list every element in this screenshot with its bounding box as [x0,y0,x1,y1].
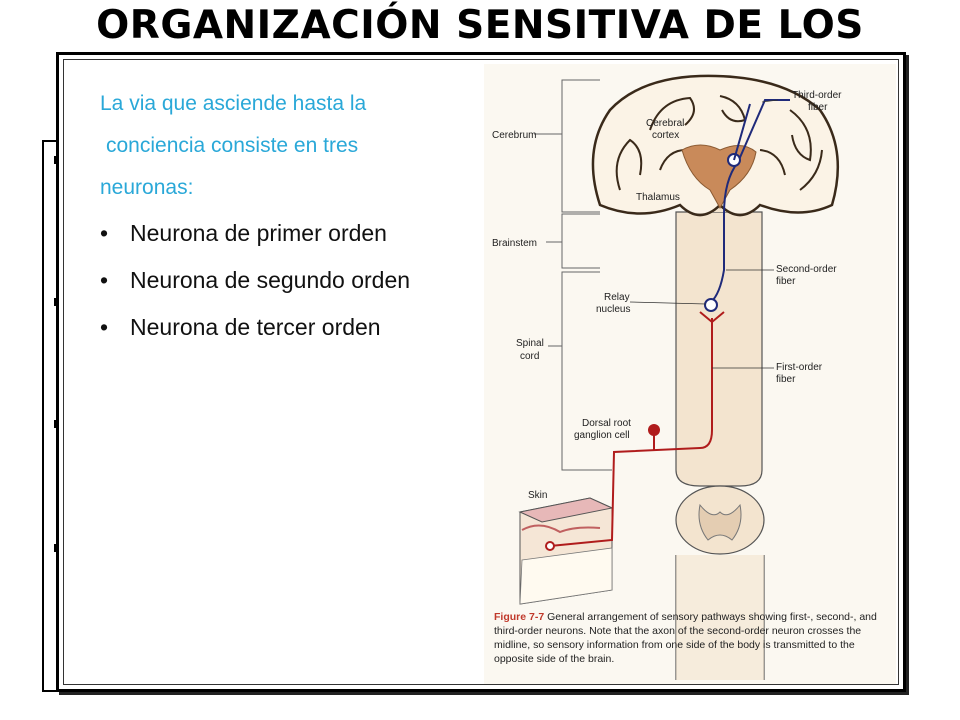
intro-line: conciencia consiste en tres [106,134,359,157]
label-thalamus: Thalamus [636,192,680,203]
third-order-fiber [733,103,751,161]
label-skin: Skin [528,490,547,501]
figure-number: Figure 7-7 [494,611,545,623]
slide-title: ORGANIZACIÓN SENSITIVA DE LOS [96,3,864,48]
label-ganglion-cell: ganglion cell [574,430,630,441]
bullet-item: Neurona de primer orden [100,218,410,265]
spinal-cord-column [675,211,763,487]
brain-gyrus [799,149,823,191]
bullet-item: Neurona de segundo orden [100,265,410,312]
caption-text: General arrangement of sensory pathways … [494,611,877,665]
label-first-order: First-order [776,362,823,373]
bullet-item: Neurona de tercer orden [100,312,410,359]
intro-line: La via que asciende hasta la [100,92,367,115]
label-dorsal-root: Dorsal root [582,418,631,429]
label-second-order: Second-order [776,264,837,275]
skin-fat-layer [519,547,613,605]
cord-lower [676,555,764,680]
third-order-leader [761,99,779,103]
brainstem-bracket [561,213,600,269]
label-first-fiber: fiber [776,374,796,385]
label-third-fiber: fiber [808,102,828,113]
card-inner-border [63,59,899,685]
bullet-list: Neurona de primer orden Neurona de segun… [100,218,410,359]
gray-matter [698,503,742,541]
brain-gyrus [789,109,812,162]
label-cerebral: Cerebral [646,118,684,129]
relay-nucleus-cell [704,298,718,312]
brain-gyrus [759,149,786,176]
label-nucleus: nucleus [596,304,630,315]
label-cord: cord [520,351,539,362]
first-order-terminal [699,311,725,324]
skin-layer [521,524,601,534]
label-spinal: Spinal [516,338,544,349]
relay-leader [629,301,707,305]
intro-line: neuronas: [100,176,194,199]
brain-gyrus [649,96,695,131]
skin-receptor [545,541,555,551]
label-cortex: cortex [652,130,679,141]
label-second-fiber: fiber [776,276,796,287]
label-brainstem: Brainstem [492,238,537,249]
label-cerebrum: Cerebrum [492,130,536,141]
cerebrum-bracket [561,79,600,213]
figure-caption: Figure 7-7 General arrangement of sensor… [494,610,890,666]
spinal-cord-bracket [561,271,612,471]
label-relay: Relay [604,292,630,303]
label-third-order: Third-order [792,90,842,101]
brain-outline [591,74,840,217]
brain-gyrus [615,138,643,191]
second-order-fiber [710,99,790,303]
first-order-fiber [549,318,713,547]
